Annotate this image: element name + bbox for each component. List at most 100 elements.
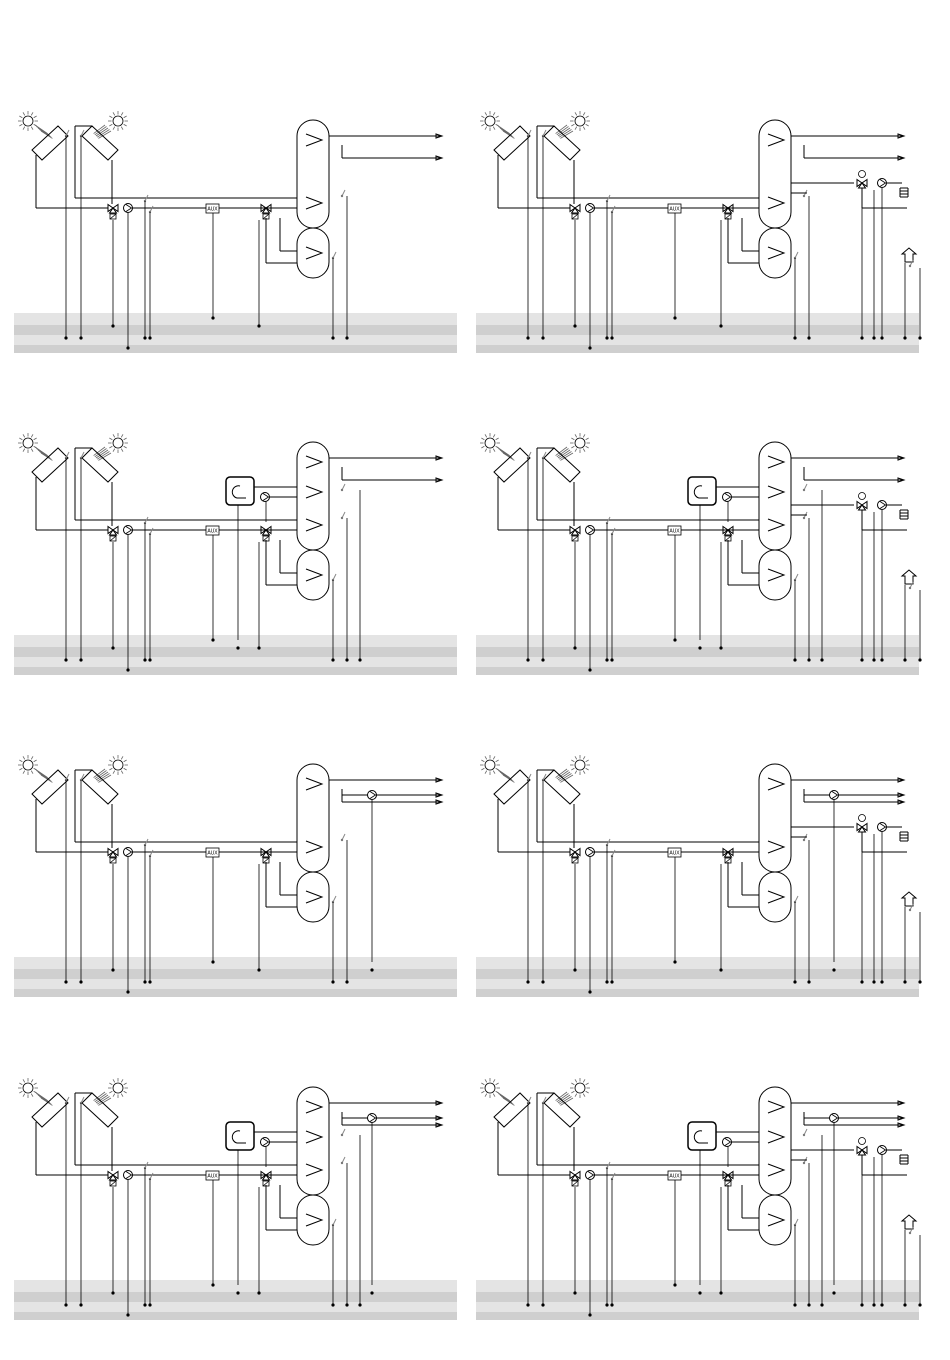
secondary-storage-tank	[759, 872, 791, 922]
terminal-dot	[832, 968, 835, 971]
collector-pump-icon	[586, 1171, 595, 1180]
solar-collector-left	[32, 1093, 68, 1127]
outdoor-sensor	[909, 904, 913, 911]
terminal-band-4	[14, 667, 457, 675]
tank-sensor-bottom	[332, 252, 336, 259]
flow-sensor-1	[606, 195, 610, 202]
scheme-p3: AUX	[14, 433, 457, 675]
terminal-dot	[236, 646, 239, 649]
boiler-icon	[688, 477, 716, 505]
terminal-dot	[148, 336, 151, 339]
sun-icon	[108, 755, 128, 775]
terminal-dot	[541, 658, 544, 661]
tank-sensor-mid	[803, 1129, 807, 1136]
terminal-dot	[793, 1303, 796, 1306]
collector-three-way-valve-icon	[570, 205, 580, 220]
terminal-dot	[719, 324, 722, 327]
collector-sensor-right	[542, 1097, 546, 1104]
dhw-circulation-pump-icon	[830, 791, 839, 800]
sun-rays	[94, 125, 111, 138]
terminal-dot	[832, 1291, 835, 1294]
terminal-dot	[64, 1303, 67, 1306]
collector-three-way-valve-icon	[570, 527, 580, 542]
terminal-dot	[872, 658, 875, 661]
tank-sensor-bottom	[332, 896, 336, 903]
dhw-coil	[768, 134, 784, 146]
sun-icon	[18, 111, 38, 131]
terminal-dot	[673, 638, 676, 641]
terminal-band-4	[476, 1312, 919, 1320]
terminal-dot	[903, 980, 906, 983]
terminal-dot	[573, 968, 576, 971]
sun-rays	[94, 1092, 111, 1105]
terminal-band-4	[476, 345, 919, 353]
aux-label: AUX	[669, 529, 680, 535]
flow-sensor-1	[144, 1162, 148, 1169]
terminal-dot	[257, 646, 260, 649]
terminal-band-4	[14, 1312, 457, 1320]
flow-sensor-2	[149, 850, 153, 857]
sun-rays	[94, 769, 111, 782]
secondary-storage-tank	[759, 1195, 791, 1245]
sun-rays	[35, 125, 52, 138]
boiler-icon	[226, 1122, 254, 1150]
terminal-dot	[673, 316, 676, 319]
collector-pump-icon	[124, 204, 133, 213]
solar-coil-main	[768, 197, 784, 209]
terminal-dot	[860, 658, 863, 661]
mixer-motor-icon	[859, 1138, 866, 1145]
terminal-dot	[573, 646, 576, 649]
tank-three-way-valve-icon	[261, 527, 271, 542]
terminal-dot	[79, 336, 82, 339]
solar-collector-left	[494, 770, 530, 804]
aux-box: AUX	[668, 526, 681, 535]
terminal-dot	[793, 658, 796, 661]
terminal-dot	[331, 980, 334, 983]
sun-rays	[497, 447, 514, 460]
terminal-dot	[345, 980, 348, 983]
flow-sensor-1	[144, 195, 148, 202]
collector-three-way-valve-icon	[108, 205, 118, 220]
terminal-dot	[605, 658, 608, 661]
terminal-band-2	[476, 325, 919, 335]
terminal-band-2	[476, 647, 919, 657]
terminal-dot	[257, 324, 260, 327]
mixer-motor-icon	[859, 171, 866, 178]
terminal-band-2	[14, 1292, 457, 1302]
terminal-dot	[211, 1283, 214, 1286]
solar-collector-left	[32, 770, 68, 804]
solar-collector-left	[494, 1093, 530, 1127]
terminal-band-1	[14, 635, 457, 647]
terminal-dot	[880, 658, 883, 661]
terminal-dot	[903, 658, 906, 661]
terminal-dot	[79, 1303, 82, 1306]
solar-collector-left	[494, 126, 530, 160]
heating-mixing-valve-icon	[857, 502, 867, 511]
aux-label: AUX	[207, 207, 218, 213]
tank-sensor-bottom	[794, 252, 798, 259]
heating-pump-icon	[878, 179, 887, 188]
tank-three-way-valve-icon	[723, 1172, 733, 1187]
terminal-dot	[860, 980, 863, 983]
terminal-dot	[331, 1303, 334, 1306]
terminal-dot	[111, 646, 114, 649]
heating-pump-icon	[878, 501, 887, 510]
terminal-dot	[257, 968, 260, 971]
sun-rays	[556, 1092, 573, 1105]
collector-sensor-right	[542, 130, 546, 137]
terminal-dot	[872, 980, 875, 983]
collector-three-way-valve-icon	[570, 1172, 580, 1187]
solar-coil-main	[306, 841, 322, 853]
boiler-coil	[768, 486, 784, 498]
scheme-p7: AUX	[14, 1078, 457, 1320]
dhw-coil	[306, 134, 322, 146]
aux-box: AUX	[668, 1171, 681, 1180]
solar-coil-secondary	[768, 247, 784, 259]
sun-icon	[480, 111, 500, 131]
flow-sensor-1	[606, 839, 610, 846]
flow-sensor-1	[606, 1162, 610, 1169]
aux-box: AUX	[206, 848, 219, 857]
terminal-band-4	[14, 989, 457, 997]
solar-coil-main	[306, 197, 322, 209]
